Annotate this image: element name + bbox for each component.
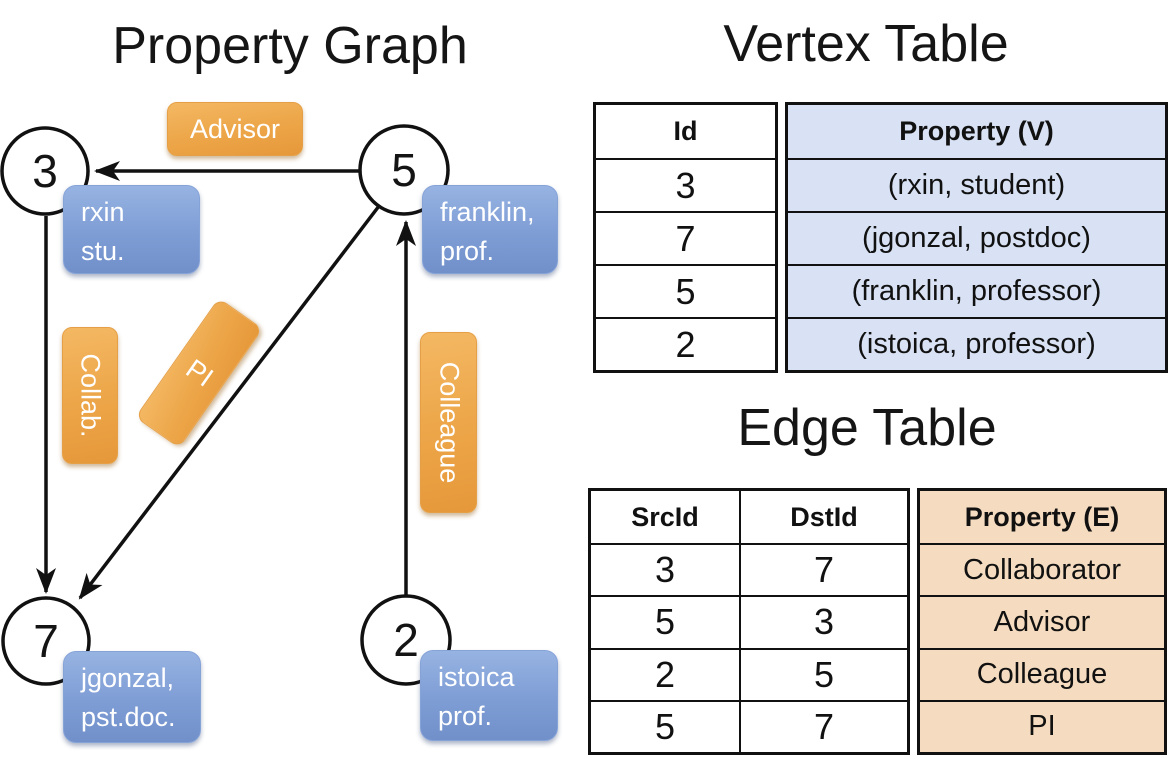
edge-label-collab: Collab. <box>62 327 118 464</box>
vertex-table-property-column: Property (V) (rxin, student) (jgonzal, p… <box>785 102 1168 373</box>
node-id-7: 7 <box>33 615 59 667</box>
edge-label-colleague: Colleague <box>420 332 477 513</box>
vertex-property-box-7: jgonzal, pst.doc. <box>63 651 201 743</box>
edge-table-property-header: Property (E) <box>920 491 1164 543</box>
edge-table-property-cell: Colleague <box>920 647 1164 700</box>
vertex-property-box-5: franklin, prof. <box>422 185 558 274</box>
vertex-table-property-header: Property (V) <box>788 105 1165 158</box>
edge-table-srcid-cell: 5 <box>591 595 741 648</box>
vertex-table-property-cell: (franklin, professor) <box>788 264 1165 317</box>
edge-label-advisor: Advisor <box>167 102 303 156</box>
vertex-table-id-column: Id 3 7 5 2 <box>593 102 778 373</box>
vertex-table-title: Vertex Table <box>723 15 1009 73</box>
edge-table-dstid-cell: 7 <box>741 699 907 752</box>
edge-table-property-cell: PI <box>920 699 1164 752</box>
edge-table-property-cell: Collaborator <box>920 543 1164 596</box>
edge-table-srcid-cell: 5 <box>591 699 741 752</box>
vertex-table-id-cell: 3 <box>596 158 775 211</box>
vertex-table-property-cell: (istoica, professor) <box>788 317 1165 370</box>
edge-label-advisor-text: Advisor <box>189 113 281 144</box>
vertex-property-box-2-line2: prof. <box>438 701 493 732</box>
vertex-table-id-cell: 2 <box>596 317 775 370</box>
edge-label-collab-text: Collab. <box>75 353 106 438</box>
node-id-2: 2 <box>393 614 419 666</box>
edge-table-srcid-cell: 3 <box>591 543 741 596</box>
vertex-property-box-3-line1: rxin <box>81 197 125 227</box>
vertex-property-box-2: istoica prof. <box>420 650 558 741</box>
edge-table-srcid-header: SrcId <box>591 491 741 543</box>
edge-table-dstid-header: DstId <box>790 501 858 532</box>
property-graph-title: Property Graph <box>112 17 468 75</box>
vertex-property-box-5-line2: prof. <box>440 236 495 267</box>
edge-label-colleague-text: Colleague <box>434 361 464 484</box>
vertex-table-id-cell: 7 <box>596 211 775 264</box>
edge-label-pi-text: PI <box>180 352 219 393</box>
edge-pi-line <box>78 204 381 600</box>
edge-table-dstid-cell: 3 <box>741 595 907 647</box>
node-id-5: 5 <box>391 144 417 196</box>
vertex-table-id-header: Id <box>673 116 698 146</box>
vertex-property-box-3-line2: stu. <box>81 236 125 267</box>
edge-table-dstid-cell: 5 <box>741 647 907 700</box>
vertex-property-box-2-line1: istoica <box>438 662 515 692</box>
vertex-property-box-3: rxin stu. <box>63 185 200 274</box>
vertex-property-box-7-line2: pst.doc. <box>81 702 176 733</box>
vertex-table-property-cell: (rxin, student) <box>788 158 1165 211</box>
edge-table-property-cell: Advisor <box>920 595 1164 648</box>
vertex-table-property-cell: (jgonzal, postdoc) <box>788 211 1165 264</box>
vertex-property-box-7-line1: jgonzal, <box>81 663 175 693</box>
vertex-property-box-5-line1: franklin, <box>440 197 535 227</box>
edge-table-srcid-cell: 2 <box>591 647 741 700</box>
node-id-3: 3 <box>32 145 58 197</box>
edge-table-id-columns: SrcId DstId 3 7 5 3 2 5 5 7 <box>588 488 910 755</box>
edge-table-title: Edge Table <box>737 399 997 457</box>
edge-table-property-column: Property (E) Collaborator Advisor Collea… <box>917 488 1167 755</box>
vertex-table-id-cell: 5 <box>596 264 775 317</box>
edge-table-dstid-cell: 7 <box>741 543 907 595</box>
